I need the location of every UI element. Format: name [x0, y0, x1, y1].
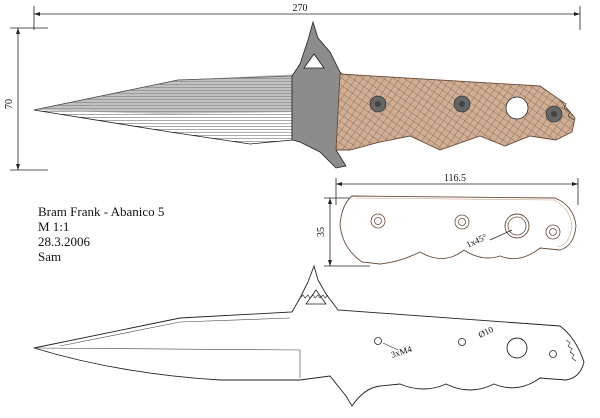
- screw-hole-3: [549, 350, 557, 358]
- dim-270-label: 270: [293, 3, 308, 14]
- knife-outline-bottom: [33, 264, 585, 407]
- title-line-name: Bram Frank - Abanico 5: [38, 204, 165, 219]
- title-line-date: 28.3.2006: [38, 234, 90, 249]
- handle-scale-top: [335, 73, 576, 151]
- title-line-author: Sam: [38, 249, 62, 264]
- guard-jimping: [299, 294, 329, 299]
- blade-flat-grind: [34, 74, 300, 114]
- bottom-knife-outline: 3xM4 Ø10: [33, 264, 585, 407]
- hole-top: [505, 96, 529, 120]
- handle-screw-2: [454, 214, 470, 230]
- butt-jimping: [559, 99, 575, 121]
- screw-2-top: [453, 95, 471, 113]
- screw-hole-1: [374, 337, 382, 345]
- handle-outline: [339, 195, 577, 265]
- butt-jimping-bottom: [565, 339, 577, 362]
- lanyard-triangle-top: [303, 53, 325, 69]
- screw-3-top: [545, 105, 563, 123]
- dim-70-label: 70: [4, 99, 15, 109]
- screw-1-top: [369, 95, 387, 113]
- top-knife-view: 270 70: [4, 3, 581, 171]
- dimension-overall-length: 270: [33, 3, 581, 30]
- handle-inner-line: [355, 197, 573, 248]
- lanyard-hole-bottom: [506, 337, 528, 359]
- title-block: Bram Frank - Abanico 5 M 1:1 28.3.2006 S…: [38, 204, 164, 264]
- chamfer-leader: [489, 229, 513, 241]
- title-line-scale: M 1:1: [38, 219, 70, 234]
- handle-screw-3: [545, 224, 561, 240]
- handle-detail-view: 116.5 35 1x45°: [316, 173, 579, 267]
- dim-35-label: 35: [316, 227, 327, 237]
- dimension-overall-height: 70: [4, 27, 48, 171]
- grind-line-top: [59, 317, 291, 347]
- grind-line-bottom: [33, 347, 301, 378]
- dim-116-5-label: 116.5: [444, 173, 466, 184]
- screw-hole-2: [458, 338, 466, 346]
- screws-leader: [382, 342, 399, 351]
- handle-screw-1: [370, 213, 386, 229]
- handle-hole: [504, 213, 530, 239]
